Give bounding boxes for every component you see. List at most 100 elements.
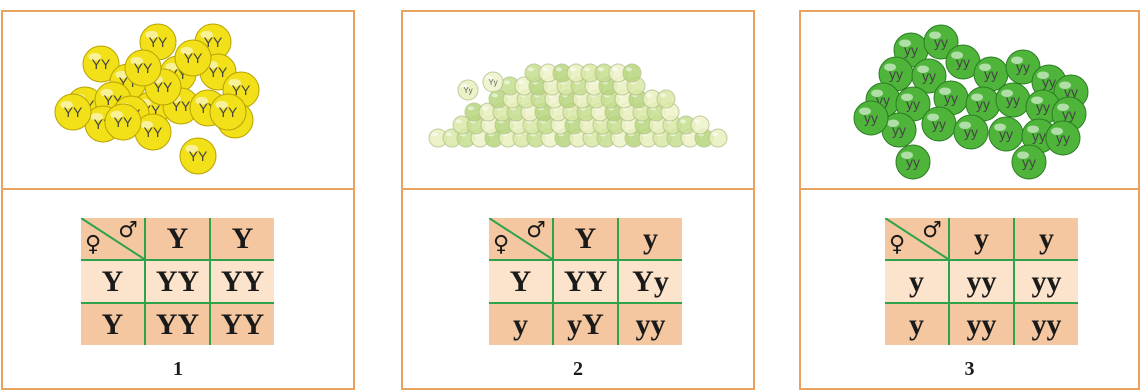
seed-icon: YY (180, 138, 216, 174)
svg-text:yy: yy (1016, 59, 1030, 75)
svg-text:yy: yy (922, 68, 936, 84)
seed-icon: YY (55, 94, 91, 130)
seed-pile-mixed: YyYy (403, 12, 753, 188)
offspring-genotype: yY (553, 303, 618, 345)
svg-text:yy: yy (864, 110, 878, 126)
svg-text:yy: yy (944, 90, 958, 106)
svg-text:YY: YY (189, 148, 208, 164)
offspring-genotype: yy (949, 260, 1014, 303)
male-gamete: y (1014, 218, 1078, 260)
seed-icon: yy (989, 117, 1023, 151)
svg-text:YY: YY (114, 114, 133, 130)
parent-symbols-cell: ♀ ♂ (489, 218, 553, 260)
male-gamete: y (618, 218, 682, 260)
svg-text:YY: YY (64, 104, 83, 120)
parent-symbols-cell: ♀ ♂ (81, 218, 145, 260)
punnett-square-2: ♀ ♂ Y y Y YY Yy y yY yy (489, 218, 682, 345)
panel-number: 1 (3, 358, 353, 381)
green-seeds-illustration: yyyyyyyyyyyyyyyyyyyyyyyyyyyyyyyyyyyyyyyy… (801, 12, 1138, 188)
seed-icon: YY (175, 40, 211, 76)
seed-pile-yellow: YYYYYYYYYYYYYYYYYYYYYYYYYYYYYYYYYYYYYYYY… (3, 12, 353, 188)
seed-icon: yy (954, 115, 988, 149)
seed-icon: yy (922, 107, 956, 141)
svg-text:yy: yy (984, 66, 998, 82)
svg-text:YY: YY (134, 60, 153, 76)
seed-icon: yy (1012, 145, 1046, 179)
parent-symbols-cell: ♀ ♂ (885, 218, 949, 260)
svg-text:yy: yy (1062, 106, 1076, 122)
female-gamete: y (885, 260, 949, 303)
seed-icon: yy (996, 83, 1030, 117)
svg-text:yy: yy (1056, 130, 1070, 146)
svg-text:yy: yy (1036, 99, 1050, 115)
panel-divider (3, 188, 353, 190)
svg-text:YY: YY (209, 64, 228, 80)
svg-text:yy: yy (1022, 154, 1036, 170)
male-symbol-icon: ♂ (922, 220, 942, 242)
offspring-genotype: YY (210, 303, 274, 345)
seed-icon: yy (854, 101, 888, 135)
punnett-square-3: ♀ ♂ y y y yy yy y yy yy (885, 218, 1078, 345)
seed-icon (657, 90, 675, 108)
male-symbol-icon: ♂ (526, 220, 546, 242)
seed-icon: Yy (458, 80, 478, 100)
svg-text:yy: yy (1032, 128, 1046, 144)
offspring-genotype: YY (145, 303, 210, 345)
svg-text:YY: YY (184, 50, 203, 66)
male-symbol-icon: ♂ (118, 220, 138, 242)
female-gamete: Y (81, 303, 145, 345)
female-symbol-icon: ♀ (493, 234, 509, 256)
svg-text:YY: YY (219, 104, 238, 120)
seed-icon: yy (896, 145, 930, 179)
svg-text:yy: yy (906, 96, 920, 112)
offspring-genotype: yy (1014, 260, 1078, 303)
svg-text:YY: YY (154, 79, 173, 95)
offspring-genotype: Yy (618, 260, 682, 303)
female-gamete: y (885, 303, 949, 345)
offspring-genotype: yy (949, 303, 1014, 345)
svg-text:yy: yy (1042, 74, 1056, 90)
female-symbol-icon: ♀ (85, 234, 101, 256)
svg-text:yy: yy (906, 154, 920, 170)
seed-icon: Yy (483, 72, 503, 92)
female-gamete: y (489, 303, 553, 345)
svg-text:yy: yy (892, 122, 906, 138)
seed-icon: YY (210, 94, 246, 130)
punnett-square-1: ♀ ♂ Y Y Y YY YY Y YY YY (81, 218, 274, 345)
offspring-genotype: yy (618, 303, 682, 345)
female-symbol-icon: ♀ (889, 234, 905, 256)
svg-text:yy: yy (932, 116, 946, 132)
svg-text:yy: yy (956, 54, 970, 70)
svg-text:yy: yy (964, 124, 978, 140)
seed-icon: YY (105, 104, 141, 140)
male-gamete: Y (210, 218, 274, 260)
male-gamete: Y (145, 218, 210, 260)
svg-text:yy: yy (976, 96, 990, 112)
seed-icon (709, 129, 727, 147)
seed-icon (623, 64, 641, 82)
female-gamete: Y (489, 260, 553, 303)
offspring-genotype: YY (210, 260, 274, 303)
svg-text:YY: YY (144, 124, 163, 140)
svg-text:yy: yy (934, 34, 948, 50)
offspring-genotype: YY (145, 260, 210, 303)
panel-number: 2 (403, 358, 753, 381)
female-gamete: Y (81, 260, 145, 303)
svg-text:YY: YY (92, 56, 111, 72)
svg-text:YY: YY (149, 34, 168, 50)
panel-divider (801, 188, 1138, 190)
panel-number: 3 (801, 358, 1138, 381)
svg-text:Yy: Yy (463, 86, 472, 95)
svg-text:yy: yy (999, 126, 1013, 142)
offspring-genotype: yy (1014, 303, 1078, 345)
male-gamete: Y (553, 218, 618, 260)
svg-text:yy: yy (889, 66, 903, 82)
svg-text:yy: yy (904, 42, 918, 58)
offspring-genotype: YY (553, 260, 618, 303)
panel-3: yyyyyyyyyyyyyyyyyyyyyyyyyyyyyyyyyyyyyyyy… (799, 10, 1140, 390)
